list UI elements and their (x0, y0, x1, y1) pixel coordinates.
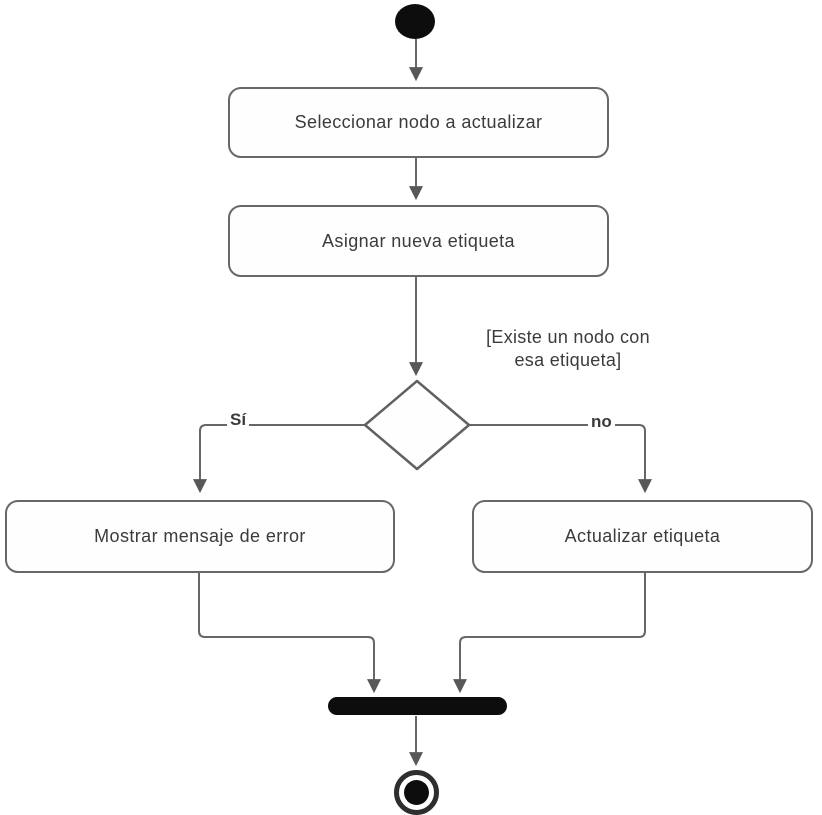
activity-label: Mostrar mensaje de error (94, 526, 306, 546)
activity-asignar-etiqueta: Asignar nueva etiqueta (228, 205, 609, 277)
activity-mostrar-error: Mostrar mensaje de error (5, 500, 395, 573)
branch-label-si: Sí (227, 411, 250, 428)
edge-actualizar-to-join (453, 573, 646, 694)
guard-label: [Existe un nodo con esa etiqueta] (486, 327, 650, 371)
activity-label: Seleccionar nodo a actualizar (294, 112, 543, 132)
end-node-inner-circle (404, 780, 429, 805)
end-node (394, 770, 439, 815)
edge-decision-to-actualizar (469, 424, 652, 494)
activity-actualizar-etiqueta: Actualizar etiqueta (472, 500, 813, 573)
activity-seleccionar-nodo: Seleccionar nodo a actualizar (228, 87, 609, 158)
edge-error-to-join (198, 573, 381, 694)
join-bar (328, 697, 507, 715)
activity-label: Asignar nueva etiqueta (322, 230, 515, 251)
edge-decision-to-error (193, 424, 365, 494)
start-node (395, 4, 435, 39)
decision-diamond (363, 379, 471, 471)
activity-label: Actualizar etiqueta (564, 526, 721, 546)
branch-label-no: no (588, 413, 615, 430)
